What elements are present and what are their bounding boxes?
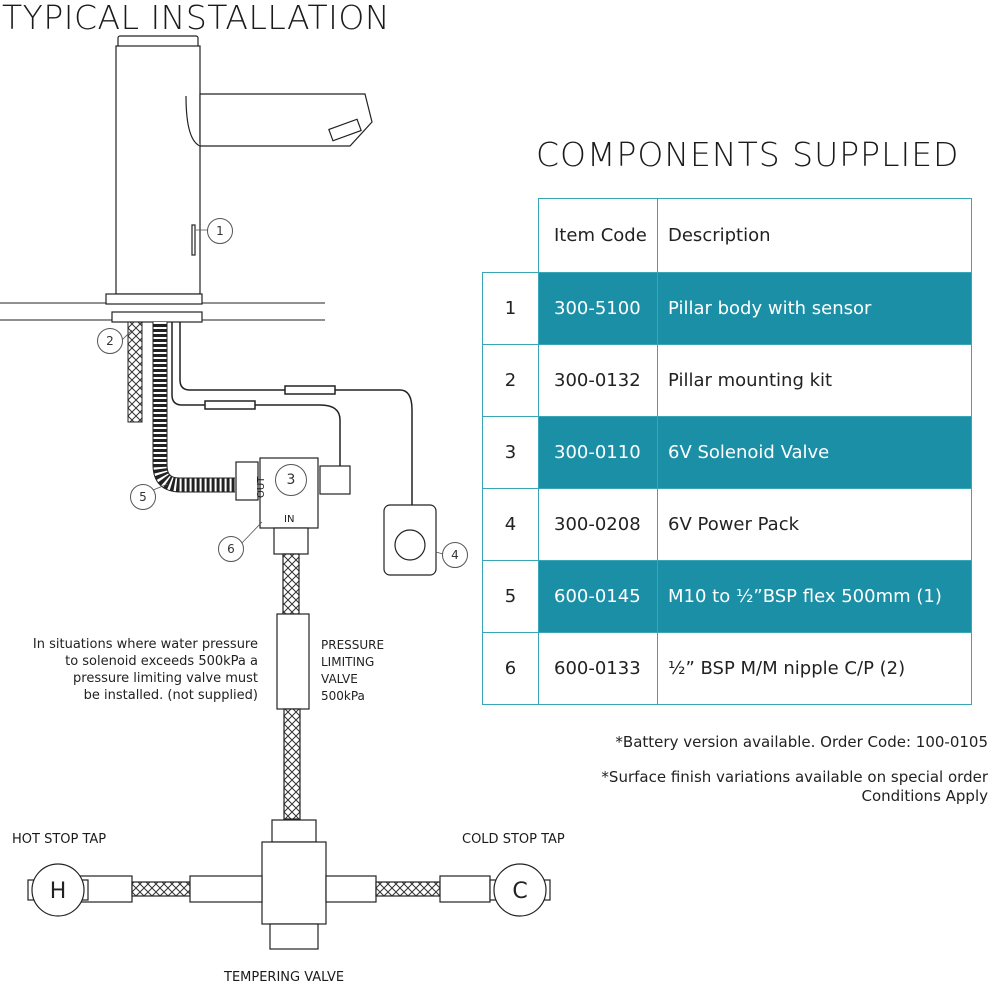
row-item-code: 300-0110 [538, 416, 658, 489]
supply-line [276, 553, 310, 820]
out-label: OUT [256, 476, 267, 498]
row-number: 1 [482, 272, 539, 345]
row-number: 6 [482, 632, 539, 705]
leader-lines [121, 229, 444, 555]
callout-1: 1 [207, 218, 233, 244]
power-pack [383, 504, 437, 576]
pressure-note: In situations where water pressure to so… [8, 636, 258, 704]
row-item-code: 600-0145 [538, 560, 658, 633]
svg-text:C: C [512, 879, 527, 904]
row-item-code: 600-0133 [538, 632, 658, 705]
pressure-note-line-3: pressure limiting valve must [73, 671, 258, 686]
table-row: 5 600-0145 M10 to ½”BSP flex 500mm (1) [482, 560, 972, 633]
callout-6: 6 [218, 536, 244, 562]
pillar-body [105, 35, 373, 323]
callout-4: 4 [442, 542, 468, 568]
row-item-code: 300-5100 [538, 272, 658, 345]
hot-stop-tap-label: HOT STOP TAP [12, 832, 107, 847]
hot-stop-tap: H [27, 863, 89, 917]
tempering-valve [261, 819, 327, 950]
svg-text:H: H [50, 879, 67, 904]
battery-footnote: *Battery version available. Order Code: … [615, 733, 988, 751]
cold-stop-tap-label: COLD STOP TAP [462, 832, 565, 847]
mounting-rod [127, 321, 143, 423]
horizontal-hoses [79, 875, 491, 903]
plv-line-4: 500kPa [321, 689, 365, 703]
row-number: 4 [482, 488, 539, 561]
row-description: Pillar mounting kit [657, 344, 972, 417]
pressure-note-line-4: be installed. (not supplied) [83, 688, 258, 703]
in-label: IN [284, 514, 295, 525]
table-row: 1 300-5100 Pillar body with sensor [482, 272, 972, 345]
pressure-note-line-1: In situations where water pressure [32, 637, 258, 652]
conditions-footnote: Conditions Apply [861, 787, 988, 805]
table-header-row: Item Code Description [483, 198, 972, 273]
table-row: 6 600-0133 ½” BSP M/M nipple C/P (2) [482, 632, 972, 705]
row-description: 6V Power Pack [657, 488, 972, 561]
plv-line-3: VALVE [321, 672, 358, 686]
plv-line-2: LIMITING [321, 655, 375, 669]
surface-footnote: *Surface finish variations available on … [601, 768, 988, 786]
plv-line-1: PRESSURE [321, 638, 385, 652]
callout-2: 2 [97, 328, 123, 354]
pressure-limiting-valve-label: PRESSURE LIMITING VALVE 500kPa [321, 637, 384, 705]
table-header-code: Item Code [538, 198, 658, 273]
callout-3: 3 [275, 464, 307, 496]
components-table: Item Code Description 1 300-5100 Pillar … [482, 198, 972, 705]
table-row: 2 300-0132 Pillar mounting kit [482, 344, 972, 417]
row-number: 2 [482, 344, 539, 417]
row-number: 3 [482, 416, 539, 489]
row-description: M10 to ½”BSP flex 500mm (1) [657, 560, 972, 633]
callout-5: 5 [130, 484, 156, 510]
table-header-description: Description [657, 198, 972, 273]
table-row: 3 300-0110 6V Solenoid Valve [482, 416, 972, 489]
page-title: TYPICAL INSTALLATION [2, 0, 391, 37]
row-description: ½” BSP M/M nipple C/P (2) [657, 632, 972, 705]
row-item-code: 300-0208 [538, 488, 658, 561]
pressure-note-line-2: to solenoid exceeds 500kPa a [65, 654, 258, 669]
cold-stop-tap: C [489, 863, 551, 917]
row-description: Pillar body with sensor [657, 272, 972, 345]
table-header-blank [483, 199, 539, 273]
row-item-code: 300-0132 [538, 344, 658, 417]
sensor-cables [171, 322, 413, 505]
table-row: 4 300-0208 6V Power Pack [482, 488, 972, 561]
row-description: 6V Solenoid Valve [657, 416, 972, 489]
tempering-valve-label: TEMPERING VALVE [224, 970, 345, 985]
row-number: 5 [482, 560, 539, 633]
components-title: COMPONENTS SUPPLIED [536, 135, 960, 174]
